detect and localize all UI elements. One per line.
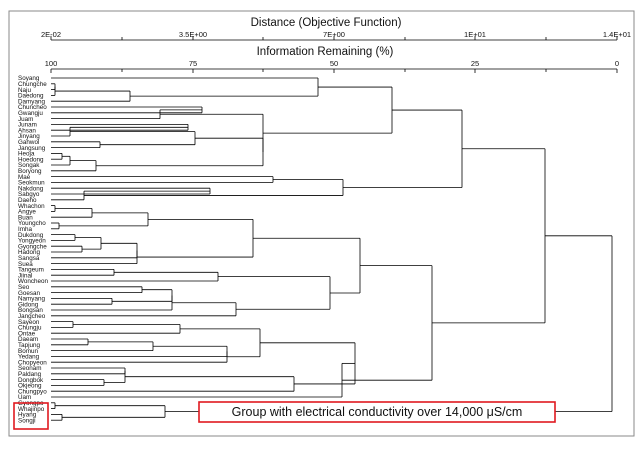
leaf-label: Naju <box>18 87 31 94</box>
leaf-label: Chungpyo <box>18 388 47 395</box>
leaf-label: Whachon <box>18 203 45 210</box>
highlight-group-box <box>13 402 49 430</box>
leaf-label: Jangcheo <box>18 313 46 320</box>
leaf-label: Junam <box>18 122 37 129</box>
leaf-label: Angye <box>18 209 36 216</box>
leaf-label: Nakdong <box>18 185 44 192</box>
leaf-label: Chuncheo <box>18 104 47 111</box>
distance-tick-label: 3.5E+00 <box>179 30 207 39</box>
leaf-label: Jangsung <box>18 145 46 152</box>
leaf-label: Damyang <box>18 98 45 105</box>
leaf-label: Heoja <box>18 151 35 158</box>
leaf-label: Youngcho <box>18 220 46 227</box>
leaf-label: Songji <box>18 417 36 424</box>
leaf-label: Mae <box>18 174 31 181</box>
leaf-label: Hadong <box>18 249 41 256</box>
leaf-label: Buan <box>18 214 33 221</box>
information-tick-label: 0 <box>615 59 619 68</box>
leaf-label: Seokmun <box>18 180 45 187</box>
leaf-label: Soyang <box>18 75 40 82</box>
distance-tick-label: 1E+01 <box>464 30 486 39</box>
leaf-label: Bomun <box>18 348 38 355</box>
leaf-label: Gidong <box>18 301 39 308</box>
leaf-label: Gyongche <box>18 243 47 250</box>
leaf-label: Jinyang <box>18 133 40 140</box>
leaf-label: Juam <box>18 116 33 123</box>
leaf-label: Seo <box>18 284 30 291</box>
leaf-label: Dongbok <box>18 377 44 384</box>
leaf-label: Paldang <box>18 371 42 378</box>
distance-tick-label: 7E+00 <box>323 30 345 39</box>
leaf-label: Suea <box>18 261 33 268</box>
information-axis-title: Information Remaining (%) <box>257 46 394 58</box>
leaf-label: Hyang <box>18 412 37 419</box>
callout-box <box>198 401 556 423</box>
leaf-label: Chopyeon <box>18 359 47 366</box>
leaf-label: Daeam <box>18 336 38 343</box>
leaf-label: Chungche <box>18 81 47 88</box>
leaf-label: Uam <box>18 394 31 401</box>
leaf-label: Hoedong <box>18 156 44 163</box>
leaf-label: Daedong <box>18 93 44 100</box>
leaf-label: Imha <box>18 226 32 233</box>
distance-tick-label: 1.4E+01 <box>603 30 631 39</box>
leaf-label: Goesan <box>18 290 41 297</box>
leaf-label: Gahwol <box>18 139 39 146</box>
dendrogram-tree <box>51 77 613 421</box>
leaf-labels: SoyangChungcheNajuDaedongDamyangChuncheo… <box>18 75 48 424</box>
distance-tick-label: 2E-02 <box>41 30 61 39</box>
callout-text: Group with electrical conductivity over … <box>232 405 523 419</box>
leaf-label: Boryong <box>18 168 42 175</box>
information-tick-label: 100 <box>45 59 58 68</box>
leaf-label: Ontae <box>18 330 36 337</box>
leaf-label: Yongyeon <box>18 238 46 245</box>
leaf-label: Tapjung <box>18 342 41 349</box>
leaf-label: Yedang <box>18 354 40 361</box>
leaf-label: Dukdong <box>18 232 44 239</box>
leaf-label: Whajinpo <box>18 406 45 413</box>
leaf-label: Namyang <box>18 296 45 303</box>
information-tick-label: 25 <box>471 59 479 68</box>
leaf-label: Sayeon <box>18 319 40 326</box>
information-tick-label: 75 <box>189 59 197 68</box>
figure-border <box>8 10 635 437</box>
leaf-label: Sangsa <box>18 255 40 262</box>
leaf-label: Ahsan <box>18 127 36 134</box>
leaf-label: Gwangju <box>18 110 43 117</box>
information-axis: 100 75 50 25 0 <box>45 59 619 73</box>
leaf-label: Seonam <box>18 365 41 372</box>
leaf-label: Woncheon <box>18 278 48 285</box>
leaf-label: Okjeong <box>18 383 42 390</box>
distance-axis-title: Distance (Objective Function) <box>251 17 402 29</box>
leaf-label: Bongsan <box>18 307 43 314</box>
leaf-label: Daeho <box>18 197 37 204</box>
information-tick-label: 50 <box>330 59 338 68</box>
leaf-label: Sabgyo <box>18 191 40 198</box>
leaf-label: Chungju <box>18 325 42 332</box>
leaf-label: Jiinal <box>18 272 32 279</box>
leaf-label: Songak <box>18 162 40 169</box>
distance-axis: 2E-02 3.5E+00 7E+00 1E+01 1.4E+01 <box>41 30 631 41</box>
leaf-label: Tangeum <box>18 267 44 274</box>
